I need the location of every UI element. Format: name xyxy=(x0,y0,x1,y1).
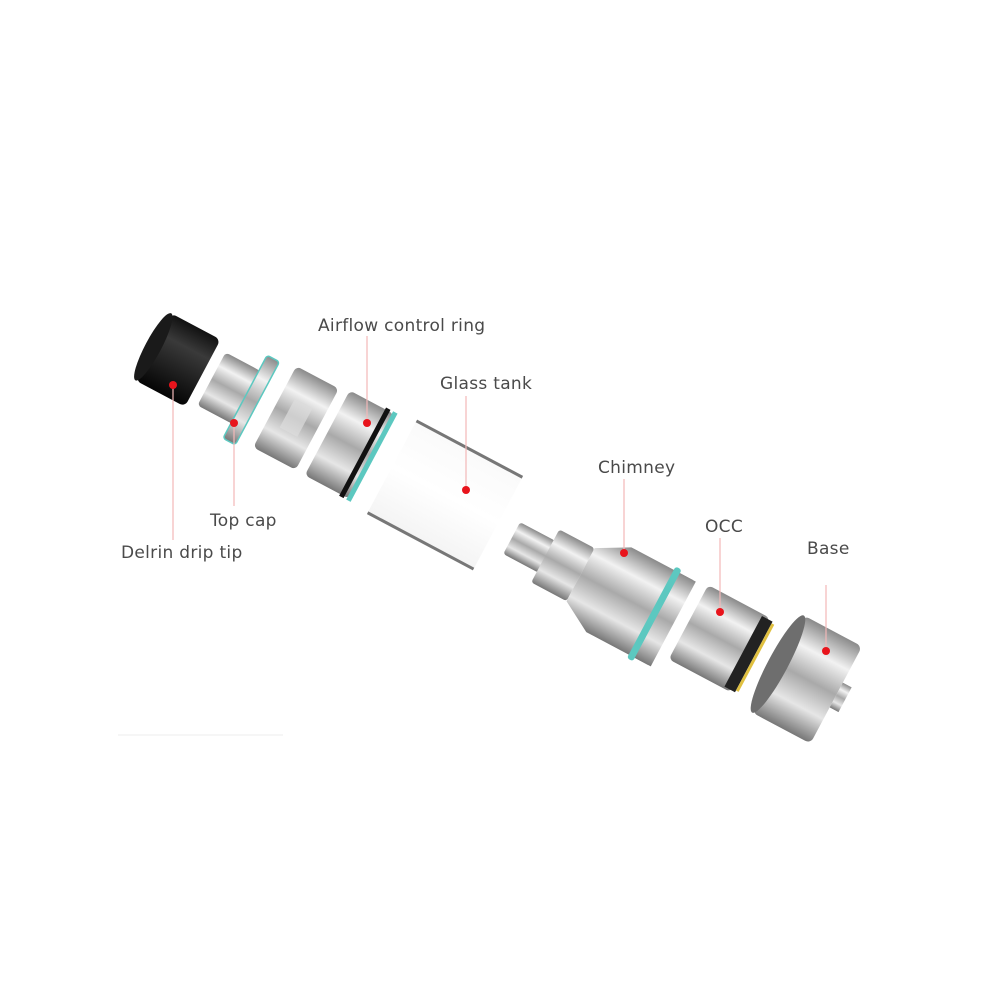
airflow-ring-label: Airflow control ring xyxy=(318,316,485,336)
top-cap-label: Top cap xyxy=(209,511,277,531)
glass-tank-label: Glass tank xyxy=(440,374,532,394)
base-label: Base xyxy=(807,539,850,559)
drip-tip-label: Delrin drip tip xyxy=(121,543,243,563)
glass-tank-marker xyxy=(462,486,470,494)
drip-tip-marker xyxy=(169,381,177,389)
chimney-marker xyxy=(620,549,628,557)
base-marker xyxy=(822,647,830,655)
occ-label: OCC xyxy=(705,517,743,537)
glass-tank-part xyxy=(366,419,524,571)
top-ring-part xyxy=(254,367,338,469)
chimney-label: Chimney xyxy=(598,458,675,478)
chimney-part xyxy=(504,523,696,667)
airflow-ring-part xyxy=(306,392,398,502)
top-cap-marker xyxy=(230,419,238,427)
drip-tip-part xyxy=(134,313,219,405)
occ-marker xyxy=(716,608,724,616)
airflow-ring-marker xyxy=(363,419,371,427)
base-part xyxy=(750,615,860,742)
occ-part xyxy=(670,586,775,693)
